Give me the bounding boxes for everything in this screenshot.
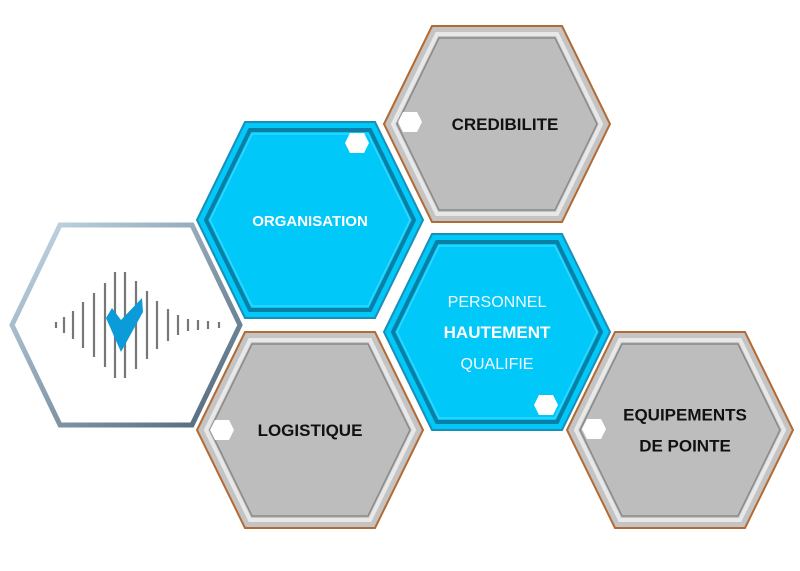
hexagon-label: HAUTEMENT bbox=[444, 323, 551, 342]
hexagon-credibilite: CREDIBILITE bbox=[382, 25, 612, 223]
hexagon-label: PERSONNEL bbox=[448, 294, 547, 311]
hexagon-equipements: EQUIPEMENTS DE POINTE bbox=[565, 331, 795, 529]
hexagon-label: DE POINTE bbox=[639, 437, 731, 456]
hexagon-badge-icon bbox=[534, 395, 558, 415]
hexagon-organisation: ORGANISATION bbox=[195, 121, 425, 319]
logo-hexagon bbox=[9, 222, 243, 428]
checkmark-icon bbox=[106, 298, 143, 352]
hexagon-label: EQUIPEMENTS bbox=[623, 406, 747, 425]
hexagon-badge-icon bbox=[398, 112, 422, 132]
hexagon-badge-icon bbox=[582, 419, 606, 439]
hexagon-label: LOGISTIQUE bbox=[258, 421, 363, 440]
hexagon-label: QUALIFIE bbox=[461, 356, 534, 373]
hexagon-personnel: PERSONNEL HAUTEMENT QUALIFIE bbox=[382, 233, 612, 431]
hexagon-badge-icon bbox=[210, 420, 234, 440]
hexagon-logistique: LOGISTIQUE bbox=[195, 331, 425, 529]
hexagon-label: ORGANISATION bbox=[252, 213, 368, 230]
hexagon-label: CREDIBILITE bbox=[452, 115, 559, 134]
hexagon-badge-icon bbox=[345, 133, 369, 153]
sound-wave-checkmark-icon bbox=[54, 272, 221, 378]
